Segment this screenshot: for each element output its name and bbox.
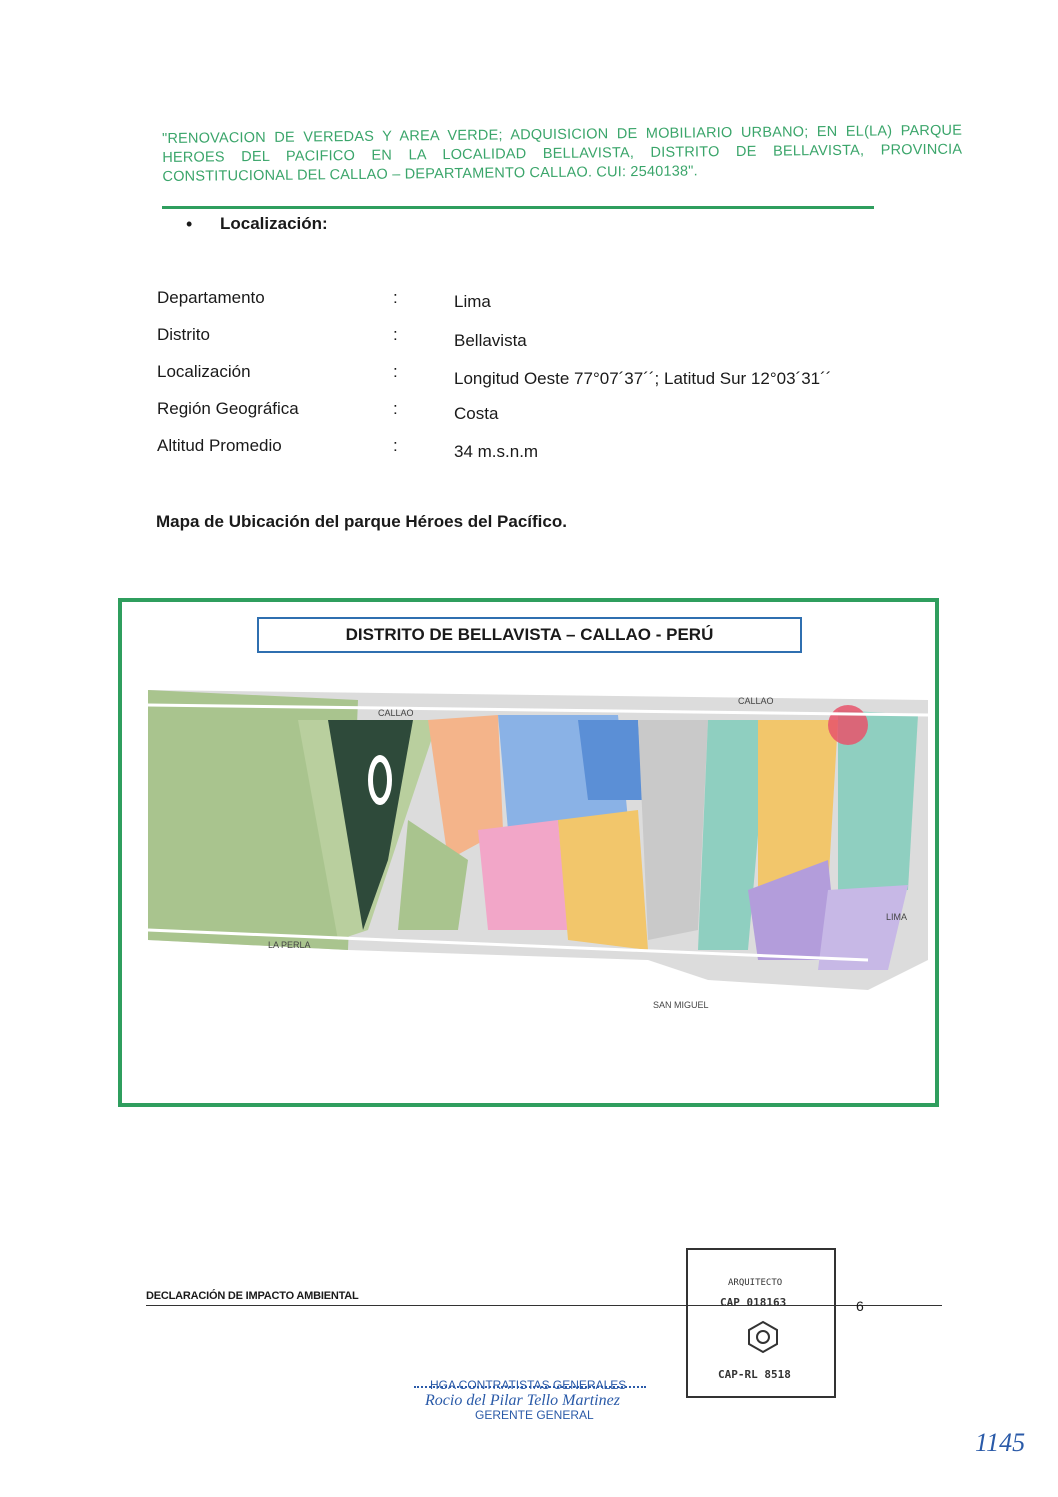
bullet-icon: •	[186, 214, 193, 234]
info-value: Bellavista	[454, 331, 527, 350]
zone-pink	[478, 820, 568, 930]
stamp-title: ARQUITECTO	[728, 1278, 783, 1288]
signer-role: GERENTE GENERAL	[475, 1408, 594, 1422]
label-la-perla: LA PERLA	[268, 940, 311, 950]
folio-number: 1145	[975, 1428, 1026, 1457]
zone-green-lower	[398, 820, 468, 930]
label-callao: CALLAO	[378, 708, 414, 718]
zone-purple	[748, 860, 838, 960]
info-label: Región Geográfica	[157, 399, 299, 418]
info-value: 34 m.s.n.m	[454, 442, 539, 461]
label-lima: LIMA	[886, 912, 907, 922]
info-label: Altitud Promedio	[157, 436, 282, 455]
zone-orange	[428, 715, 503, 860]
info-value: Longitud Oeste 77°07´37´´; Latitud Sur 1…	[454, 369, 832, 388]
info-separator: :	[393, 325, 398, 344]
footer-divider	[146, 1305, 942, 1306]
info-value: Lima	[454, 292, 491, 311]
south-avenue	[148, 928, 869, 962]
zone-yellow	[558, 810, 648, 950]
district-map: CALLAO CALLAO LA PERLA SAN MIGUEL LIMA	[148, 690, 928, 1010]
park-highlight-marker	[828, 705, 868, 745]
info-separator: :	[393, 436, 398, 455]
project-header: "RENOVACION DE VEREDAS Y AREA VERDE; ADQ…	[162, 122, 963, 185]
section-title: Localización:	[220, 214, 328, 233]
seal-icon	[748, 1320, 778, 1354]
info-label: Localización	[157, 362, 251, 381]
info-label: Distrito	[157, 325, 210, 344]
zone-lavender	[818, 885, 908, 970]
map-title: DISTRITO DE BELLAVISTA – CALLAO - PERÚ	[257, 617, 802, 653]
info-row-departamento: Departamento : Lima	[157, 288, 917, 314]
zone-dark-park	[328, 720, 413, 930]
info-separator: :	[393, 362, 398, 381]
zone-yellow-east	[758, 720, 838, 900]
info-separator: :	[393, 288, 398, 307]
footer-title: DECLARACIÓN DE IMPACTO AMBIENTAL	[146, 1290, 359, 1302]
label-san-miguel: SAN MIGUEL	[653, 1000, 709, 1010]
info-row-region: Región Geográfica : Costa	[157, 399, 917, 425]
info-value: Costa	[454, 404, 499, 423]
map-caption: Mapa de Ubicación del parque Héroes del …	[156, 512, 567, 531]
map-frame	[118, 598, 939, 1107]
main-avenue	[148, 703, 928, 717]
architect-stamp: ARQUITECTO CAP 018163 CAP-RL 8518	[686, 1248, 836, 1398]
info-label: Departamento	[157, 288, 265, 307]
info-separator: :	[393, 399, 398, 418]
info-row-distrito: Distrito : Bellavista	[157, 325, 917, 351]
stamp-cap: CAP 018163	[720, 1296, 787, 1309]
zone-blue-dark	[578, 720, 643, 800]
label-callao-east: CALLAO	[738, 696, 774, 706]
header-divider	[162, 206, 874, 209]
zone-grey	[638, 720, 708, 940]
page-number: 6	[856, 1298, 864, 1314]
info-row-localizacion: Localización : Longitud Oeste 77°07´37´´…	[157, 362, 917, 388]
info-row-altitud: Altitud Promedio : 34 m.s.n.m	[157, 436, 917, 462]
signer-name: Rocio del Pilar Tello Martinez	[425, 1392, 620, 1409]
company-logo-text: HGA CONTRATISTAS GENERALES	[430, 1378, 627, 1392]
signature-line	[414, 1386, 646, 1388]
zone-teal-east	[838, 710, 918, 890]
stamp-registration: CAP-RL 8518	[718, 1368, 791, 1381]
